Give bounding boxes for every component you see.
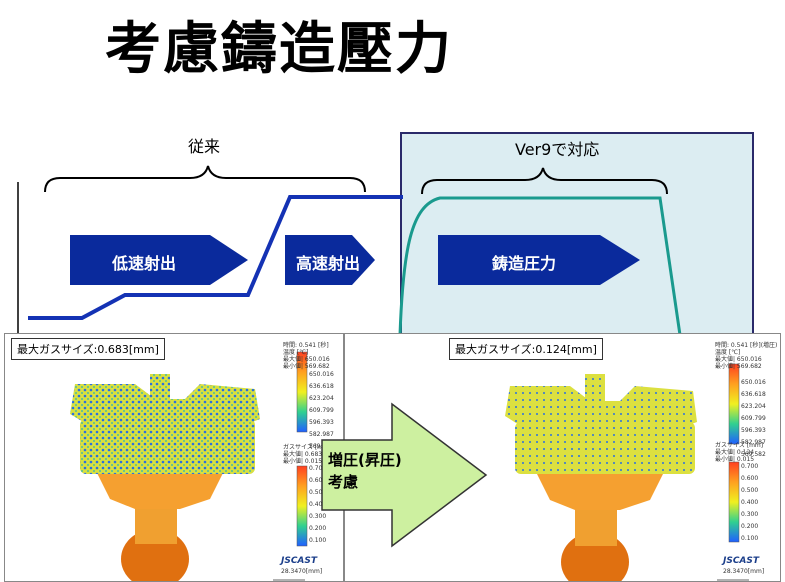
gas-legend-header: ガスサイズ [mm] 最大値| 0.683 最小値| 0.015	[283, 444, 331, 465]
legend-time: 時間: 0.541 [秒]	[283, 342, 329, 349]
ver9-brace	[421, 167, 668, 195]
temp-legend-header: 時間: 0.541 [秒](増圧) 温度 [℃] 最大値| 650.016 最小…	[715, 342, 777, 370]
green-arrow-line1: 増圧(昇圧)	[328, 451, 402, 469]
low-speed-arrow	[70, 235, 248, 285]
legend-temp-title: 温度 [℃]	[283, 349, 309, 356]
low-speed-label: 低速射出	[112, 254, 177, 273]
temp-tick: 650.016	[741, 379, 766, 386]
temp-tick: 582.987	[741, 439, 766, 446]
gas-tick: 0.200	[309, 525, 327, 532]
green-arrow	[321, 402, 488, 548]
high-speed-label: 高速射出	[296, 254, 361, 273]
temp-tick: 582.987	[309, 431, 334, 438]
pressure-line	[28, 195, 403, 320]
gas-legend-header: ガスサイズ [mm] 最大値| 0.124 最小値| 0.015	[715, 442, 763, 463]
gas-scale: 0.700 0.600 0.500 0.400 0.300 0.200 0.10…	[309, 466, 326, 544]
green-arrow-line2: 考慮	[328, 473, 359, 491]
temp-tick: 623.204	[309, 395, 334, 402]
gas-scale: 0.700 0.600 0.500 0.400 0.300 0.200 0.10…	[741, 464, 758, 542]
temp-tick: 650.016	[309, 371, 334, 378]
gas-tick: 0.300	[741, 511, 759, 518]
casting-image-right	[505, 363, 749, 581]
jscast-logo: JSCAST	[723, 556, 760, 566]
gas-tick: 0.400	[741, 499, 759, 506]
scale-length: 28.3470[mm]	[281, 568, 323, 575]
gas-tick: 0.700	[309, 465, 327, 472]
temp-scale: 650.016 636.618 623.204 609.799 596.393 …	[741, 380, 766, 458]
legend-temp-max: 最大値| 650.016	[283, 356, 330, 363]
casting-pressure-curve	[398, 196, 682, 336]
conventional-label: 従来	[188, 137, 221, 156]
temp-tick: 636.618	[309, 383, 334, 390]
legend-gas-min: 最小値| 0.015	[283, 458, 323, 465]
legend-temp-title: 温度 [℃]	[715, 349, 741, 356]
legend-gas-max: 最大値| 0.683	[283, 451, 323, 458]
temp-tick: 596.393	[741, 427, 766, 434]
gas-tick: 0.100	[741, 535, 759, 542]
simulation-panel-left: 最大ガスサイズ:0.683[mm] 時間: 0.541 [秒] 温度 [℃] 最…	[4, 333, 344, 582]
legend-time: 時間: 0.541 [秒](増圧)	[715, 342, 778, 349]
temp-legend-header: 時間: 0.541 [秒] 温度 [℃] 最大値| 650.016 最小値| 5…	[283, 342, 330, 370]
page-title: 考慮鑄造壓力	[105, 17, 453, 82]
casting-pressure-label: 鋳造圧力	[492, 254, 557, 273]
gas-tick: 0.700	[741, 463, 759, 470]
casting-image-left	[70, 351, 308, 581]
legend-gas-title: ガスサイズ [mm]	[715, 442, 764, 449]
legend-gas-min: 最小値| 0.015	[715, 456, 755, 463]
gas-tick: 0.400	[309, 501, 327, 508]
gas-tick: 0.600	[309, 477, 327, 484]
jscast-logo: JSCAST	[281, 556, 318, 566]
ver9-label: Ver9で対応	[515, 140, 600, 159]
max-gas-size-label: 最大ガスサイズ:0.124[mm]	[449, 338, 603, 360]
max-gas-size-label: 最大ガスサイズ:0.683[mm]	[11, 338, 165, 360]
legend-temp-max: 最大値| 650.016	[715, 356, 762, 363]
pressure-diagram	[17, 132, 754, 340]
green-arrow-text: 増圧(昇圧) 考慮	[328, 449, 402, 493]
legend-temp-min: 最小値| 569.682	[715, 363, 762, 370]
legend-temp-min: 最小値| 569.682	[283, 363, 330, 370]
temp-tick: 596.393	[309, 419, 334, 426]
simulation-panel-right: 最大ガスサイズ:0.124[mm] 時間: 0.541 [秒](増圧) 温度 […	[344, 333, 781, 582]
gas-tick: 0.200	[741, 523, 759, 530]
gas-tick: 0.300	[309, 513, 327, 520]
temp-tick: 636.618	[741, 391, 766, 398]
temp-tick: 569.582	[741, 451, 766, 458]
temp-tick: 609.799	[741, 415, 766, 422]
gas-tick: 0.500	[309, 489, 327, 496]
conventional-brace	[44, 165, 366, 193]
casting-pressure-arrow	[438, 235, 640, 285]
gas-tick: 0.500	[741, 487, 759, 494]
legend-gas-title: ガスサイズ [mm]	[283, 444, 332, 451]
legend-gas-max: 最大値| 0.124	[715, 449, 755, 456]
gas-tick: 0.100	[309, 537, 327, 544]
high-speed-arrow	[285, 235, 375, 285]
gas-tick: 0.600	[741, 475, 759, 482]
scale-length: 28.3470[mm]	[723, 568, 765, 575]
temp-tick: 623.204	[741, 403, 766, 410]
temp-tick: 609.799	[309, 407, 334, 414]
